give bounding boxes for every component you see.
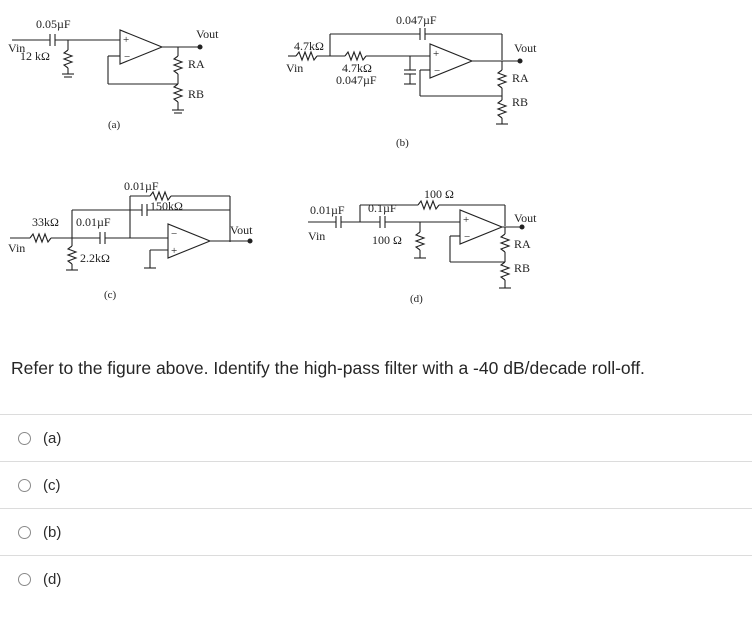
c-tag: (c) [104, 289, 117, 301]
svg-text:+: + [123, 34, 129, 46]
answer-options: (a) (c) (b) (d) [0, 414, 752, 602]
circuit-c: − + 0.01µF 150kΩ 33kΩ 0.01µF Vin 2.2kΩ V… [8, 179, 253, 301]
d-tag: (d) [410, 293, 423, 305]
svg-text:−: − [434, 65, 440, 77]
radio-icon[interactable] [18, 478, 31, 492]
a-vout-label: Vout [196, 27, 219, 41]
option-b[interactable]: (b) [0, 508, 752, 555]
question-text: Refer to the figure above. Identify the … [11, 358, 645, 378]
a-rb-label: RB [188, 87, 204, 101]
circuit-b: + − 4.7kΩ Vin 4.7kΩ 0.047µF 0.047µF Vout… [286, 13, 537, 149]
d-c2-label: 0.1µF [368, 201, 397, 215]
option-c[interactable]: (c) [0, 461, 752, 508]
b-tag: (b) [396, 137, 409, 149]
d-r2-label: 100 Ω [372, 233, 402, 247]
option-d[interactable]: (d) [0, 555, 752, 602]
d-r1-label: 100 Ω [424, 187, 454, 201]
option-label: (d) [43, 570, 62, 588]
b-ra-label: RA [512, 71, 529, 85]
a-cap-label: 0.05µF [36, 17, 71, 31]
d-vout-label: Vout [514, 211, 537, 225]
d-ra-label: RA [514, 237, 531, 251]
b-r1-label: 4.7kΩ [294, 39, 324, 53]
a-tag: (a) [108, 119, 121, 131]
option-label: (a) [43, 429, 62, 447]
b-rb-label: RB [512, 95, 528, 109]
d-c1-label: 0.01µF [310, 203, 345, 217]
circuit-figure: + − 0.05µF Vin 12 kΩ Vout RA RB (a) [8, 13, 537, 305]
circuit-a: + − 0.05µF Vin 12 kΩ Vout RA RB (a) [8, 17, 219, 131]
c-c2-label: 0.01µF [124, 179, 159, 193]
b-c2-label: 0.047µF [336, 73, 377, 87]
svg-text:+: + [171, 245, 177, 257]
svg-text:−: − [464, 231, 470, 243]
b-c1-label: 0.047µF [396, 13, 437, 27]
option-label: (c) [43, 476, 61, 494]
b-vin-label: Vin [286, 61, 303, 75]
svg-text:−: − [171, 228, 177, 240]
option-label: (b) [43, 523, 62, 541]
a-ra-label: RA [188, 57, 205, 71]
c-r2-label: 150kΩ [150, 199, 183, 213]
c-c1-label: 0.01µF [76, 215, 111, 229]
radio-icon[interactable] [18, 572, 31, 586]
c-r3-label: 2.2kΩ [80, 251, 110, 265]
c-r1-label: 33kΩ [32, 215, 59, 229]
d-rb-label: RB [514, 261, 530, 275]
b-vout-label: Vout [514, 41, 537, 55]
radio-icon[interactable] [18, 431, 31, 445]
b-r2-label: 4.7kΩ [342, 61, 372, 75]
svg-text:+: + [433, 48, 439, 60]
circuit-d: + − 100 Ω 0.01µF 0.1µF Vin 100 Ω Vout RA… [308, 187, 537, 305]
svg-text:+: + [463, 214, 469, 226]
a-res-label: 12 kΩ [20, 49, 50, 63]
a-vin-label: Vin [8, 41, 25, 55]
c-vin-label: Vin [8, 241, 25, 255]
d-vin-label: Vin [308, 229, 325, 243]
svg-text:−: − [124, 51, 130, 63]
c-vout-label: Vout [230, 223, 253, 237]
radio-icon[interactable] [18, 525, 31, 539]
option-a[interactable]: (a) [0, 414, 752, 461]
